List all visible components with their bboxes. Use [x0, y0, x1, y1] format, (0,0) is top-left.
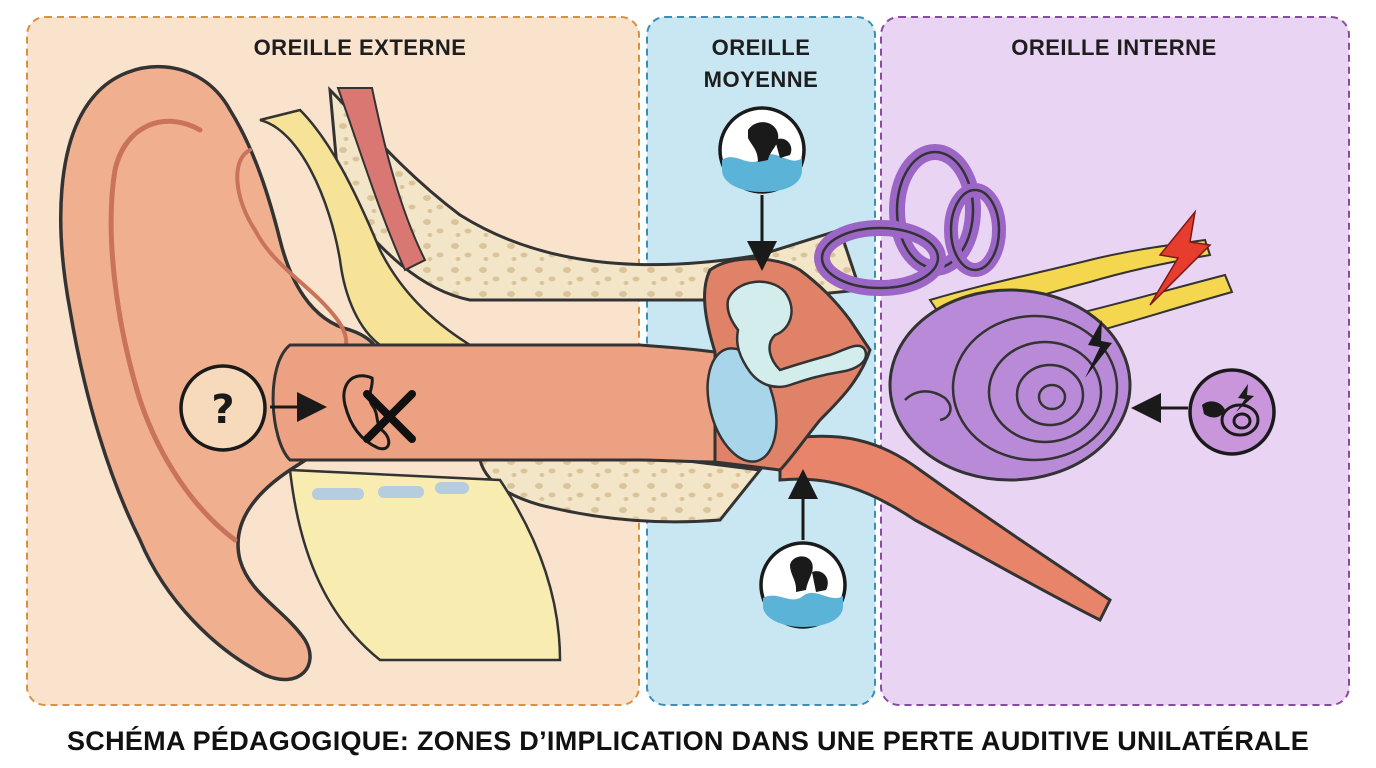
- cochlea: [888, 288, 1132, 482]
- unknown-cause-marker: ?: [179, 364, 267, 452]
- fluid-stripe-2: [378, 486, 424, 498]
- ear-crossed-icon: [342, 374, 416, 451]
- cochlea-nerve-damage-icon: [1188, 368, 1276, 456]
- concha: [235, 148, 349, 352]
- fluid-stripe-1: [312, 488, 364, 500]
- soft-tissue-lower: [288, 468, 562, 662]
- lightning-bolt-dark: [1085, 320, 1112, 378]
- ossicles-fluid-icon: [718, 106, 806, 194]
- label-middle-ear-line2: MOYENNE: [704, 67, 819, 92]
- pinna-inner-fold: [108, 118, 238, 543]
- label-inner-ear: OREILLE INTERNE: [1011, 35, 1217, 60]
- lightning-bolt-red: [1149, 209, 1212, 306]
- label-outer-ear: OREILLE EXTERNE: [254, 35, 467, 60]
- fluid-stripe-3: [435, 482, 469, 494]
- eardrum-fluid-icon: [759, 541, 847, 629]
- ossicles: [726, 280, 868, 389]
- label-middle-ear-line1: OREILLE: [712, 35, 811, 60]
- ear-canal-extension: [778, 434, 1112, 623]
- diagram-caption: SCHÉMA PÉDAGOGIQUE: ZONES D’IMPLICATION …: [67, 725, 1309, 756]
- semicircular-canals: [814, 144, 1006, 296]
- question-mark-icon: [179, 364, 267, 452]
- question-mark-text: ?: [211, 387, 234, 433]
- ear-canal: [271, 343, 717, 464]
- muscle-band: [336, 87, 427, 272]
